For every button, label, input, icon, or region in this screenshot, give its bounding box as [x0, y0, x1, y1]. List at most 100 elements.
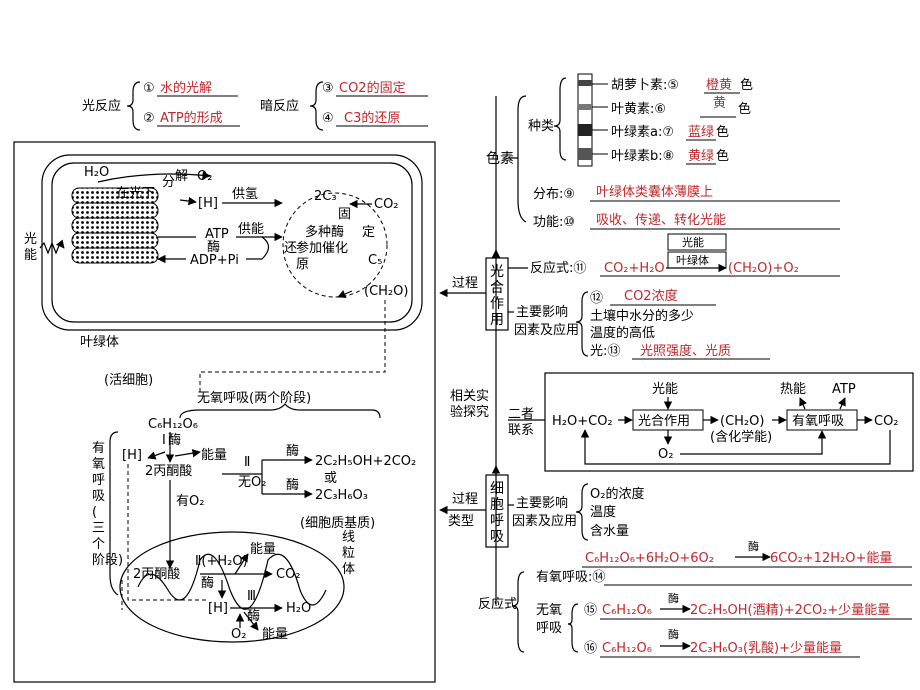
- jie-label: 解: [175, 169, 188, 184]
- multi-enzyme-1: 多种酶: [305, 224, 344, 240]
- ps-eq-light: 光能: [682, 235, 704, 249]
- in-light-label: 在光下: [116, 186, 155, 201]
- ps-v-4: 用: [490, 312, 504, 328]
- factor-soil-water: 土壤中水分的多少: [590, 308, 694, 324]
- o2-label: O₂: [197, 169, 212, 184]
- chlorophyll-a-answer: 蓝绿: [688, 125, 714, 140]
- carotene-label: 胡萝卜素:⑤: [611, 78, 679, 93]
- pyruvate-label: 2丙酮酸: [145, 464, 192, 479]
- color-suffix-3: 色: [716, 124, 729, 140]
- mitochondrion: [119, 531, 345, 643]
- chloroplast-label: 叶绿体: [80, 335, 119, 350]
- light-energy-char1: 光: [24, 232, 37, 247]
- light-item-2-answer: ATP的形成: [160, 110, 223, 126]
- supply-h-label: 供氢: [232, 187, 258, 202]
- light-reaction-brace: [126, 81, 141, 131]
- aerobic-v-4: 吸: [92, 489, 105, 504]
- cr-factor-water: 含水量: [590, 523, 629, 539]
- cr-v-1: 细: [490, 481, 504, 497]
- multi-enzyme-2: 参加催化: [296, 240, 348, 256]
- enzyme-ii-b: 酶: [286, 477, 299, 493]
- anaerobic-title: 无氧呼吸(两个阶段): [197, 391, 311, 406]
- chlorophyll-a-label: 叶绿素a:⑦: [611, 125, 674, 140]
- dark-reaction-brace: [309, 81, 324, 131]
- cr-factor-temp: 温度: [590, 504, 616, 520]
- ps-eq-right: (CH₂O)+O₂: [728, 261, 799, 276]
- mito-v-2: 粒: [342, 546, 355, 561]
- light-item-1-answer: 水的光解: [160, 80, 212, 96]
- h2o-mito-label: H₂O: [286, 601, 311, 616]
- supply-energy-label: 供能: [238, 222, 264, 237]
- aerobic-eq-right: 6CO₂+12H₂O+能量: [770, 551, 892, 566]
- o2-mito-label: O₂: [231, 627, 246, 642]
- factor-temperature: 温度的高低: [590, 325, 655, 341]
- ps-eq-chloroplast: 叶绿体: [676, 253, 709, 267]
- enzyme-ii-a: 酶: [286, 443, 299, 459]
- h-label: [H]: [198, 196, 218, 211]
- xanthophyll-answer: 黄: [713, 96, 726, 111]
- aerobic-v-5: (: [92, 505, 97, 520]
- chlorophyll-b-label: 叶绿素b:⑧: [611, 149, 674, 164]
- relationship-box: [544, 372, 914, 472]
- co2-mito-label: CO₂: [276, 567, 301, 582]
- aerobic-resp-label: 有氧呼吸:⑭: [536, 570, 605, 585]
- type-pigment-label: 种类: [528, 119, 554, 134]
- light-reaction-label: 光反应: [82, 98, 121, 114]
- co2-label: CO₂: [374, 197, 399, 212]
- process-label-2: 过程: [452, 492, 478, 507]
- anaerobic-resp-label-2: 呼吸: [536, 621, 562, 636]
- color-suffix-2: 色: [738, 101, 751, 117]
- chromatography-strip: [577, 73, 593, 167]
- relation-resp-label: 有氧呼吸: [792, 414, 844, 429]
- ps-v-1: 光: [490, 264, 504, 280]
- relation-ch2o: (CH₂O): [720, 414, 764, 429]
- dark-item-4-answer: C3的还原: [344, 110, 400, 126]
- ps-v-2: 合: [490, 280, 504, 296]
- aerobic-v-3: 呼: [92, 473, 105, 488]
- eq-16-num: ⑯: [584, 641, 597, 656]
- energy-label-1: 能量: [201, 448, 227, 463]
- distribution-label: 分布:⑨: [533, 187, 575, 202]
- dark-item-3: ③: [322, 81, 334, 96]
- no-o2-label: 无O₂: [238, 475, 266, 490]
- or-label: 或: [324, 471, 337, 486]
- ch2o-label: (CH₂O): [364, 284, 408, 299]
- atp-label: ATP: [205, 227, 229, 242]
- eq-15-num: ⑮: [584, 603, 597, 618]
- ding-label: 定: [362, 225, 375, 240]
- ps-eq-left: CO₂+H₂O: [604, 261, 665, 276]
- aerobic-v-7: 个: [92, 537, 105, 552]
- aerobic-eq-left: C₆H₁₂O₆+6H₂O+6O₂: [585, 551, 714, 566]
- h-resp-label: [H]: [122, 448, 142, 463]
- factor-12-answer: CO2浓度: [624, 288, 678, 304]
- light-wave-icon: [39, 239, 65, 255]
- cr-v-4: 吸: [490, 529, 504, 545]
- stage-ii-label: Ⅱ: [244, 455, 250, 470]
- respiration-box: [485, 474, 509, 548]
- dark-item-3-answer: CO2的固定: [339, 80, 406, 96]
- color-suffix-1: 色: [740, 77, 753, 93]
- energy-label-2: 能量: [250, 542, 276, 557]
- carotene-answer: 橙黄: [706, 78, 732, 93]
- aerobic-v-8: 阶段): [92, 553, 123, 568]
- enzyme-mito-2: 酶: [247, 608, 260, 624]
- cr-v-2: 胞: [490, 497, 504, 513]
- enzyme-label: 酶: [207, 239, 220, 255]
- relation-co2: CO₂: [874, 414, 899, 429]
- cr-main-factor-1: 主要影响: [516, 495, 568, 511]
- fix-label: 固: [338, 207, 351, 222]
- c3-label: 2C₃: [314, 189, 337, 204]
- with-o2-label: 有O₂: [176, 494, 204, 509]
- relation-light-energy: 光能: [652, 382, 678, 397]
- pigment-label: 色素: [486, 150, 514, 167]
- stage-i-label: Ⅰ: [162, 433, 166, 448]
- huan-label: 还: [284, 241, 297, 256]
- xanthophyll-label: 叶黄素:⑥: [611, 102, 666, 117]
- ps-main-factor-1: 主要影响: [516, 304, 568, 320]
- equation-label: 反应式:⑪: [530, 260, 586, 276]
- aerobic-v-6: 三: [92, 521, 105, 536]
- color-suffix-4: 色: [716, 148, 729, 164]
- stage-iii-label: Ⅲ: [247, 589, 256, 604]
- chloroplast-outer: [41, 154, 423, 331]
